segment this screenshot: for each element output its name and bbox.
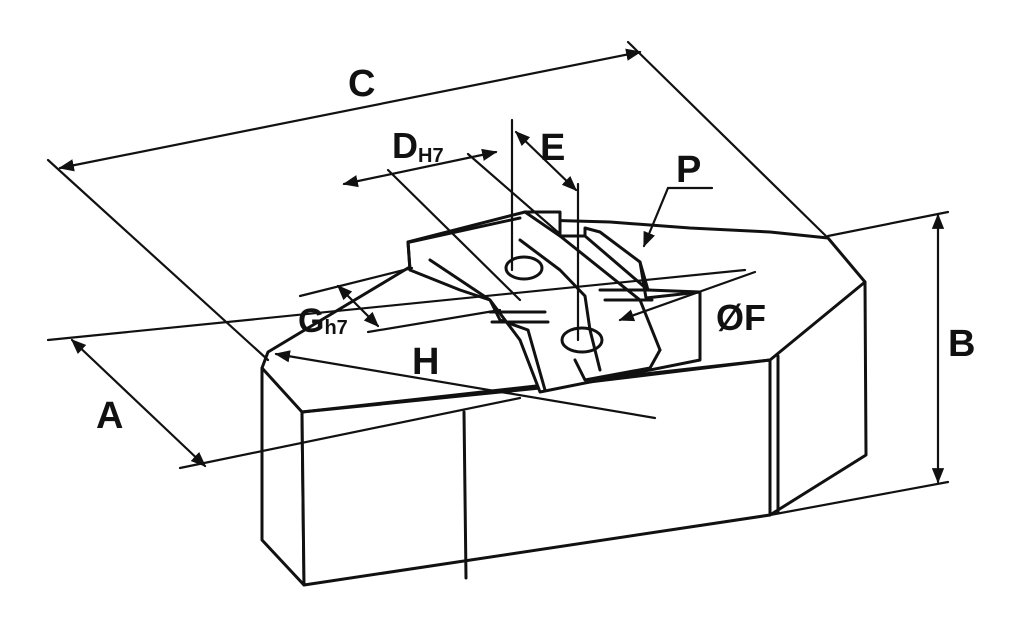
label-b: B	[948, 323, 975, 365]
label-h: H	[412, 341, 439, 383]
jaw-block	[260, 218, 868, 587]
label-g: Gh7	[298, 302, 348, 340]
label-p: P	[676, 149, 701, 191]
label-c: C	[348, 63, 375, 105]
label-a: A	[96, 395, 123, 437]
dimension-lines	[46, 40, 950, 517]
label-f: ØF	[716, 297, 766, 338]
label-e: E	[540, 127, 565, 169]
top-key-feature	[406, 210, 702, 394]
label-d: DH7	[392, 125, 444, 167]
